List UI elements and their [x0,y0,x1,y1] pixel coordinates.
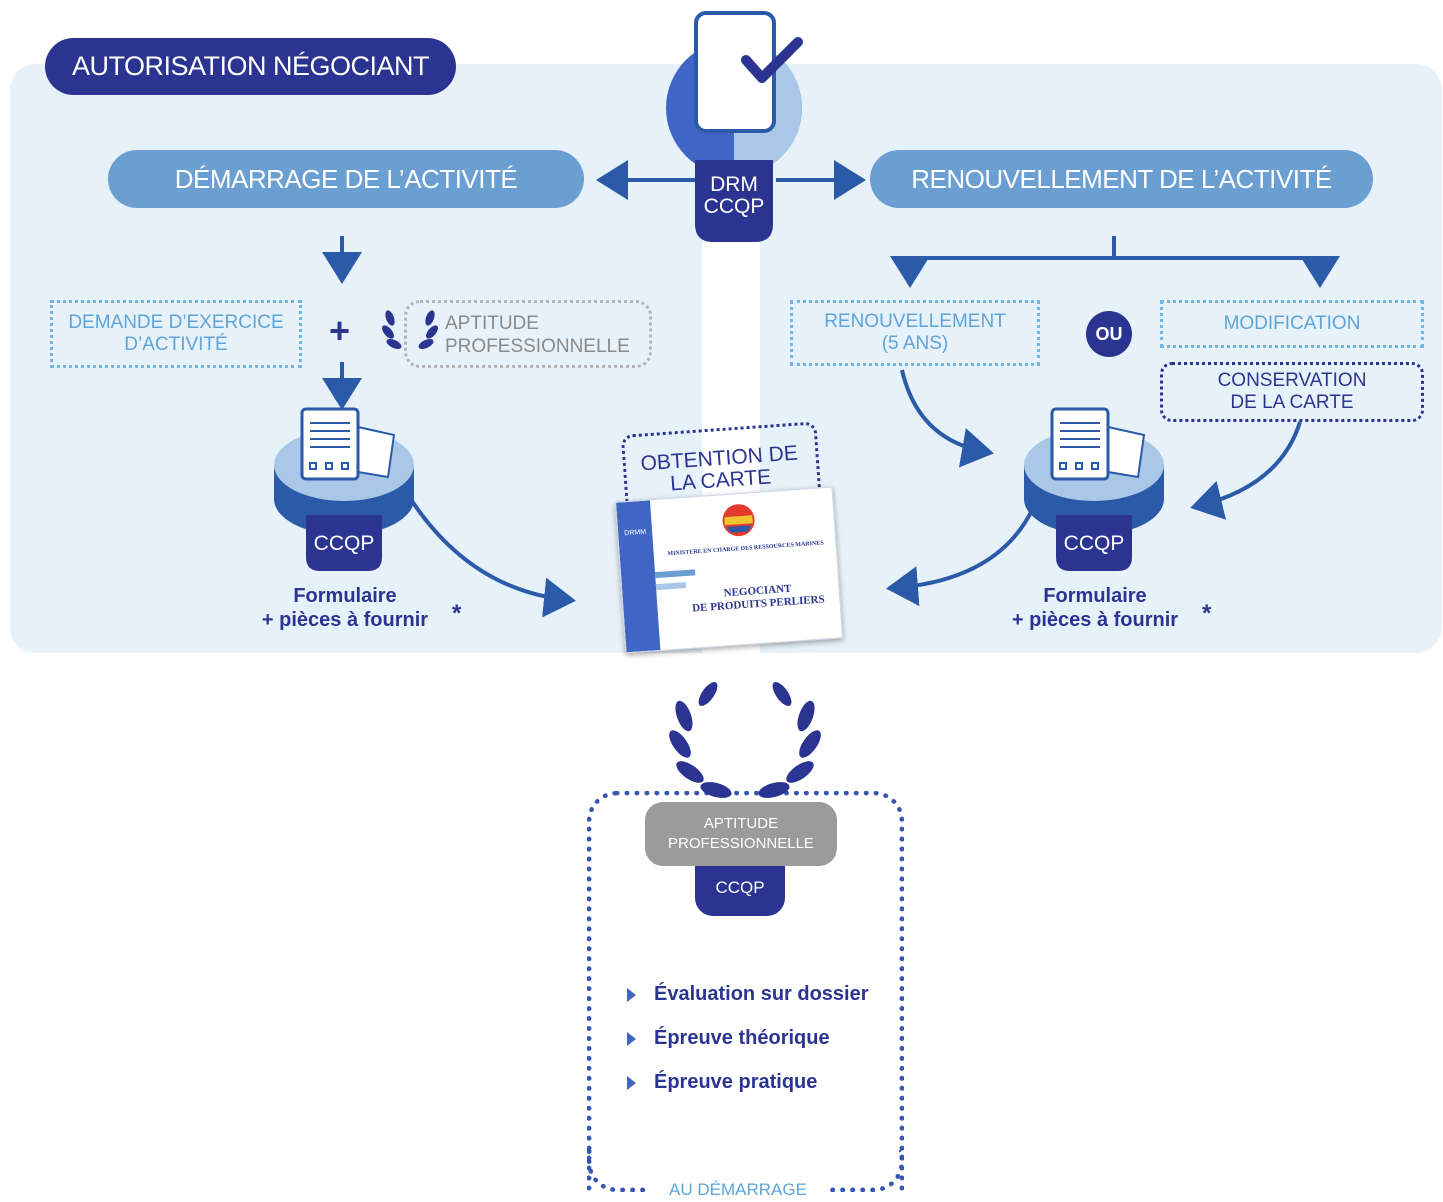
phase-demarrage: DÉMARRAGE DE L’ACTIVITÉ [108,150,584,208]
form-badge-right [1024,407,1164,571]
documents-icon [1050,407,1146,481]
renouvellement-box: RENOUVELLEMENT (5 ANS) [790,300,1040,366]
bullet-icon [627,1031,636,1046]
arrow-renew-to-form [900,369,994,468]
emblem-icon [722,504,755,537]
caption-left-line1: Formulaire [293,585,397,607]
caption-right-line2: + pièces à fournir [1011,609,1179,631]
modification-box: MODIFICATION [1160,300,1424,348]
card-band-1 [654,569,696,579]
list-item-text: Épreuve pratique [654,1071,818,1093]
tab-ccqp-right: CCQP [1063,532,1125,555]
asterisk-right: * [1202,600,1212,627]
authority-line2: CCQP [703,195,765,218]
footer-mask [650,1176,826,1202]
authority-label: DRM CCQP [695,174,773,218]
aptitude-line2: PROFESSIONNELLE [445,336,630,357]
form-badge-left [274,407,414,571]
caption-right: Formulaire + pièces à fournir [980,584,1210,632]
caption-left-line2: + pièces à fournir [261,609,429,631]
card-title: NEGOCIANT DE PRODUITS PERLIERS [682,580,833,616]
aptitude-pill: APTITUDE PROFESSIONNELLE [645,802,837,866]
card-ministry: MINISTERE EN CHARGE DES RESSOURCES MARIN… [667,540,824,558]
or-badge: OU [1086,311,1132,357]
list-item: Évaluation sur dossier [627,983,869,1006]
arrow-left-to-card [408,496,576,618]
asterisk-left: * [452,600,462,627]
aptitude-footer: AU DÉMARRAGE [669,1180,807,1199]
plus-sign: + [329,310,351,351]
demande-line2: D’ACTIVITÉ [124,334,228,355]
tab-ccqp-left: CCQP [313,532,375,555]
arrow-conserve-to-form [1190,421,1302,520]
renouvellement-line2: (5 ANS) [881,333,949,354]
drm-badge [666,11,803,242]
aptitude-pill-line2: PROFESSIONNELLE [668,835,814,852]
list-item-text: Évaluation sur dossier [654,983,869,1005]
conservation-box: CONSERVATION DE LA CARTE [1160,362,1424,422]
phase-renouvellement: RENOUVELLEMENT DE L’ACTIVITÉ [870,150,1373,208]
aptitude-pill-line1: APTITUDE [703,815,779,832]
badge-tab [695,160,773,242]
caption-right-line1: Formulaire [1043,585,1147,607]
aptitude-frame [587,791,904,1191]
documents-icon [300,407,396,481]
negociant-card: DRMM MINISTERE EN CHARGE DES RESSOURCES … [614,486,844,654]
arrow-right-branch-2 [1114,256,1340,288]
demande-exercice-box: DEMANDE D’EXERCICE D’ACTIVITÉ [50,300,302,368]
laurel-wreath-icon [669,682,821,798]
renouvellement-line1: RENOUVELLEMENT [824,311,1006,332]
bullet-icon [627,1075,636,1090]
card-band-2 [655,582,687,591]
demande-line1: DEMANDE D’EXERCICE [68,312,284,333]
conservation-line1: CONSERVATION [1217,370,1367,391]
arrow-right-to-card [886,505,1036,607]
caption-left: Formulaire + pièces à fournir [230,584,460,632]
check-icon [741,37,803,83]
bullet-icon [627,987,636,1002]
aptitude-box: APTITUDE PROFESSIONNELLE [404,300,652,368]
laurel-icon [382,310,438,349]
page-title: AUTORISATION NÉGOCIANT [45,38,456,95]
aptitude-line1: APTITUDE [445,313,539,334]
aptitude-tab: CCQP [695,860,785,916]
list-item: Épreuve pratique [627,1071,817,1094]
list-item: Épreuve théorique [627,1027,830,1050]
conservation-line2: DE LA CARTE [1230,392,1354,413]
arrow-right-branch [890,236,1116,288]
list-item-text: Épreuve théorique [654,1027,830,1049]
authority-line1: DRM [710,173,758,196]
